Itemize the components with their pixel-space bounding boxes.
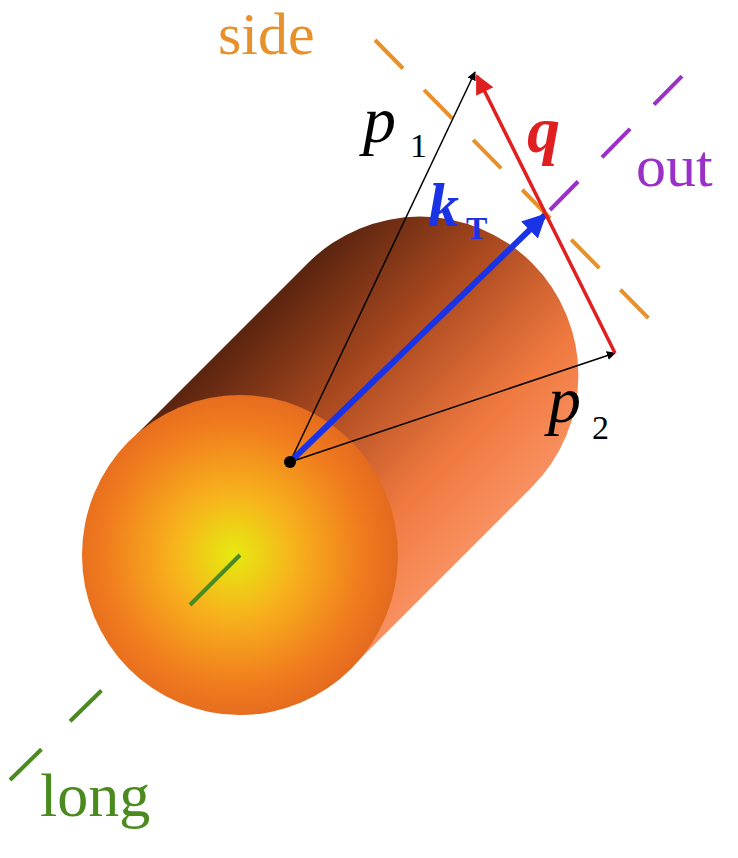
kt-vector (290, 215, 545, 462)
long-axis-inner (190, 555, 240, 605)
subscript-label: T (466, 210, 487, 247)
axis-label: side (218, 0, 315, 69)
cylinder-face (82, 395, 398, 715)
vector-label: p (363, 82, 396, 158)
q-vector (477, 76, 615, 353)
axis-label: long (40, 760, 150, 831)
subscript-label: 1 (410, 126, 427, 165)
side-axis (375, 40, 665, 335)
vector-label: k (428, 170, 459, 241)
p2-vector (290, 353, 615, 462)
vector-label: q (527, 92, 560, 168)
vector-label: p (548, 362, 581, 438)
axis-label: out (636, 132, 713, 201)
p1-vector (290, 72, 475, 462)
subscript-label: 2 (592, 408, 609, 447)
origin-dot (284, 456, 296, 468)
